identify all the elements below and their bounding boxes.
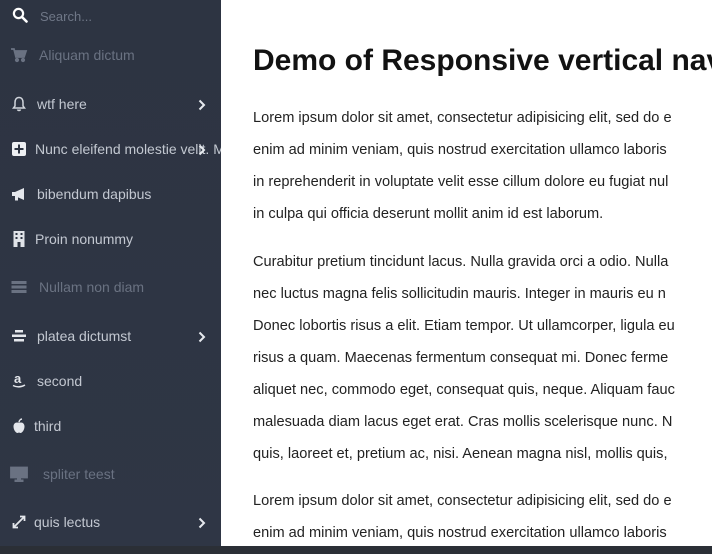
chevron-right-icon (197, 143, 207, 156)
sidebar-item-aliquam-dictum[interactable]: Aliquam dictum (0, 37, 221, 73)
sidebar-item-quis-lectus[interactable]: quis lectus (0, 504, 221, 540)
page-title: Demo of Responsive vertical nav (253, 44, 712, 77)
sidebar-item-label: bibendum dapibus (37, 186, 152, 202)
sidebar-item-nunc-eleifend[interactable]: Nunc eleifend molestie velit. M (0, 131, 221, 167)
sidebar-item-platea-dictumst[interactable]: platea dictumst (0, 318, 221, 354)
paragraph-line: enim ad minim veniam, quis nostrud exerc… (253, 525, 667, 541)
sidebar-item-label: platea dictumst (37, 328, 132, 344)
sidebar-item-label: third (34, 418, 62, 434)
sidebar-nav: Aliquam dictum wtf here Nunc eleifend mo… (0, 0, 221, 554)
monitor-icon (10, 465, 28, 483)
apple-icon (10, 417, 28, 435)
amazon-icon: a (10, 372, 28, 390)
svg-text:a: a (14, 372, 22, 386)
sidebar-item-label: Proin nonummy (35, 231, 134, 247)
paragraph-line: Donec lobortis risus a elit. Etiam tempo… (253, 318, 675, 334)
main-content: Demo of Responsive vertical nav Lorem ip… (221, 0, 712, 546)
paragraph: Lorem ipsum dolor sit amet, consectetur … (253, 485, 672, 546)
paragraph: Curabitur pretium tincidunt lacus. Nulla… (253, 246, 675, 470)
list-icon (10, 278, 28, 296)
sidebar-item-label: wtf here (37, 96, 87, 112)
chevron-right-icon (197, 330, 207, 343)
bell-icon (10, 95, 28, 113)
megaphone-icon (10, 185, 28, 203)
window-bottom-edge (0, 546, 712, 554)
paragraph-line: enim ad minim veniam, quis nostrud exerc… (253, 142, 667, 158)
sidebar-item-bibendum-dapibus[interactable]: bibendum dapibus (0, 176, 221, 212)
sidebar-item-label: spliter teest (43, 466, 115, 482)
stack-icon (10, 327, 28, 345)
sidebar-item-proin-nonummy[interactable]: Proin nonummy (0, 221, 221, 257)
plus-square-icon (10, 140, 28, 158)
paragraph-line: malesuada diam lacus eget erat. Cras mol… (253, 414, 673, 430)
paragraph-line: nec luctus magna felis sollicitudin maur… (253, 286, 666, 302)
paragraph-line: Lorem ipsum dolor sit amet, consectetur … (253, 110, 672, 126)
chevron-right-icon (197, 516, 207, 529)
paragraph-line: Lorem ipsum dolor sit amet, consectetur … (253, 493, 672, 509)
paragraph-line: in culpa qui officia deserunt mollit ani… (253, 206, 604, 222)
chevron-right-icon (197, 98, 207, 111)
sidebar-item-spliter-teest[interactable]: spliter teest (0, 456, 221, 492)
paragraph-line: Curabitur pretium tincidunt lacus. Nulla… (253, 254, 669, 270)
sidebar-item-label: Nunc eleifend molestie velit. M (35, 141, 221, 157)
search-icon (12, 7, 28, 23)
paragraph: Lorem ipsum dolor sit amet, consectetur … (253, 102, 672, 230)
search-bar (0, 0, 221, 32)
sidebar-item-wtf-here[interactable]: wtf here (0, 86, 221, 122)
sidebar-item-label: second (37, 373, 83, 389)
cart-icon (10, 46, 28, 64)
sidebar-item-label: Nullam non diam (39, 279, 145, 295)
sidebar-item-label: Aliquam dictum (39, 47, 135, 63)
building-icon (10, 230, 28, 248)
sidebar-item-label: quis lectus (34, 514, 101, 530)
search-input[interactable] (38, 4, 212, 28)
expand-icon (10, 513, 28, 531)
paragraph-line: risus a quam. Maecenas fermentum consequ… (253, 350, 669, 366)
paragraph-line: in reprehenderit in voluptate velit esse… (253, 174, 669, 190)
paragraph-line: aliquet nec, commodo eget, consequat qui… (253, 382, 675, 398)
sidebar-item-nullam-non-diam[interactable]: Nullam non diam (0, 269, 221, 305)
sidebar-item-second[interactable]: a second (0, 363, 221, 399)
paragraph-line: quis, laoreet et, pretium ac, nisi. Aene… (253, 446, 668, 462)
sidebar-item-third[interactable]: third (0, 408, 221, 444)
